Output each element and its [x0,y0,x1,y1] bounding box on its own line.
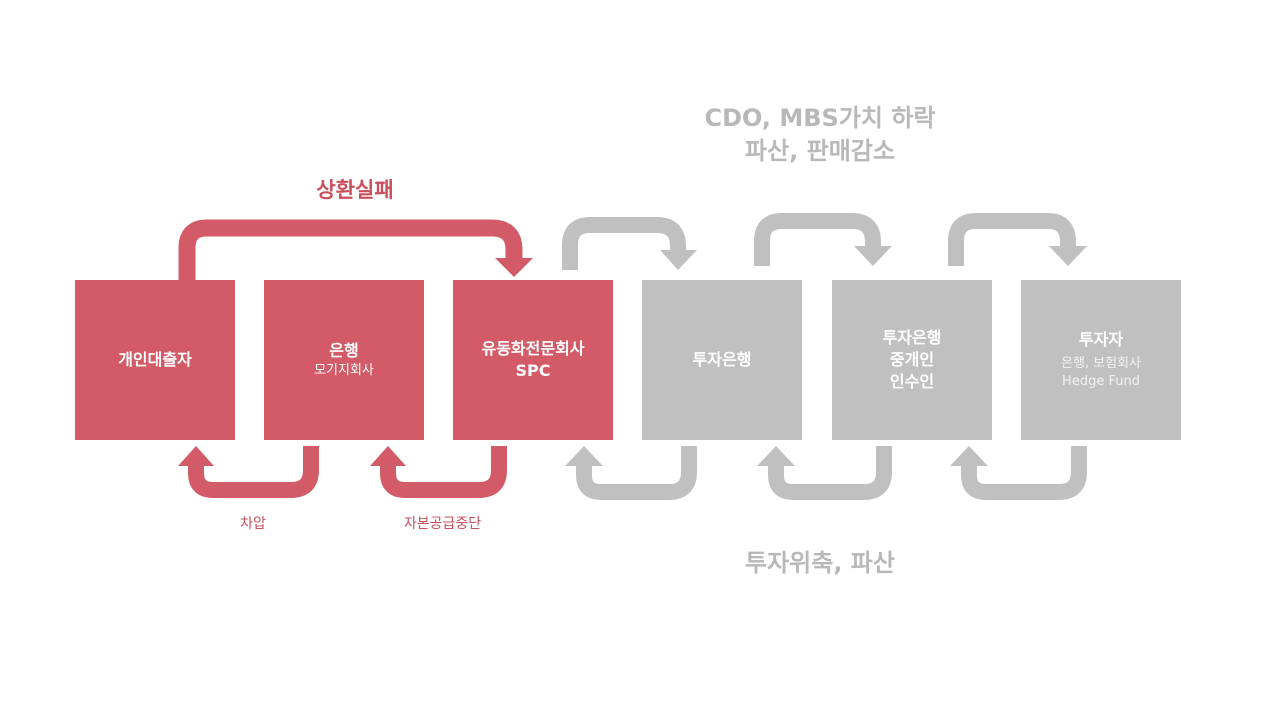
box-subtitle: 모기지회사 [314,363,374,378]
label-foreclosure: 차압 [240,516,266,532]
box-borrower: 개인대출자 [75,280,235,440]
gray-bottom-arrow-3 [950,446,1087,500]
box-title: 투자은행 [882,328,942,347]
box-title: 투자은행 [692,350,752,369]
label-funding-stop: 자본공급중단 [403,516,482,532]
box-subtitle: SPC [515,361,551,380]
box-subtitle: 은행, 보험회사 Hedge Fund [1060,356,1142,389]
box-investor: 투자자 은행, 보험회사 Hedge Fund [1021,280,1181,440]
gray-top-arrow-2 [754,213,892,266]
gray-bottom-arrow-2 [757,446,892,500]
label-value-drop: CDO, MBS가치 하락 [704,104,936,132]
box-title: 은행 [329,341,359,360]
box-title: 개인대출자 [118,350,192,369]
foreclosure-arrow [178,446,319,498]
box-investment-bank: 투자은행 [642,280,802,440]
box-title: 유동화전문회사 [481,339,585,358]
gray-top-arrow-3 [948,213,1087,266]
box-spc: 유동화전문회사 SPC [453,280,613,440]
funding-stop-arrow [370,446,507,498]
box-title: 투자자 [1078,330,1124,349]
label-bankrupt-sales: 파산, 판매감소 [745,137,895,165]
label-repay-fail: 상환실패 [316,178,394,202]
label-investment-shrink: 투자위축, 파산 [745,549,895,577]
gray-top-arrow-1 [562,217,697,270]
box-broker: 투자은행 중개인 인수인 [832,280,992,440]
box-bank: 은행 모기지회사 [264,280,424,440]
box-subtitle: 중개인 인수인 [889,350,935,391]
gray-bottom-arrow-1 [565,446,697,500]
repay-fail-arrow [178,219,533,280]
